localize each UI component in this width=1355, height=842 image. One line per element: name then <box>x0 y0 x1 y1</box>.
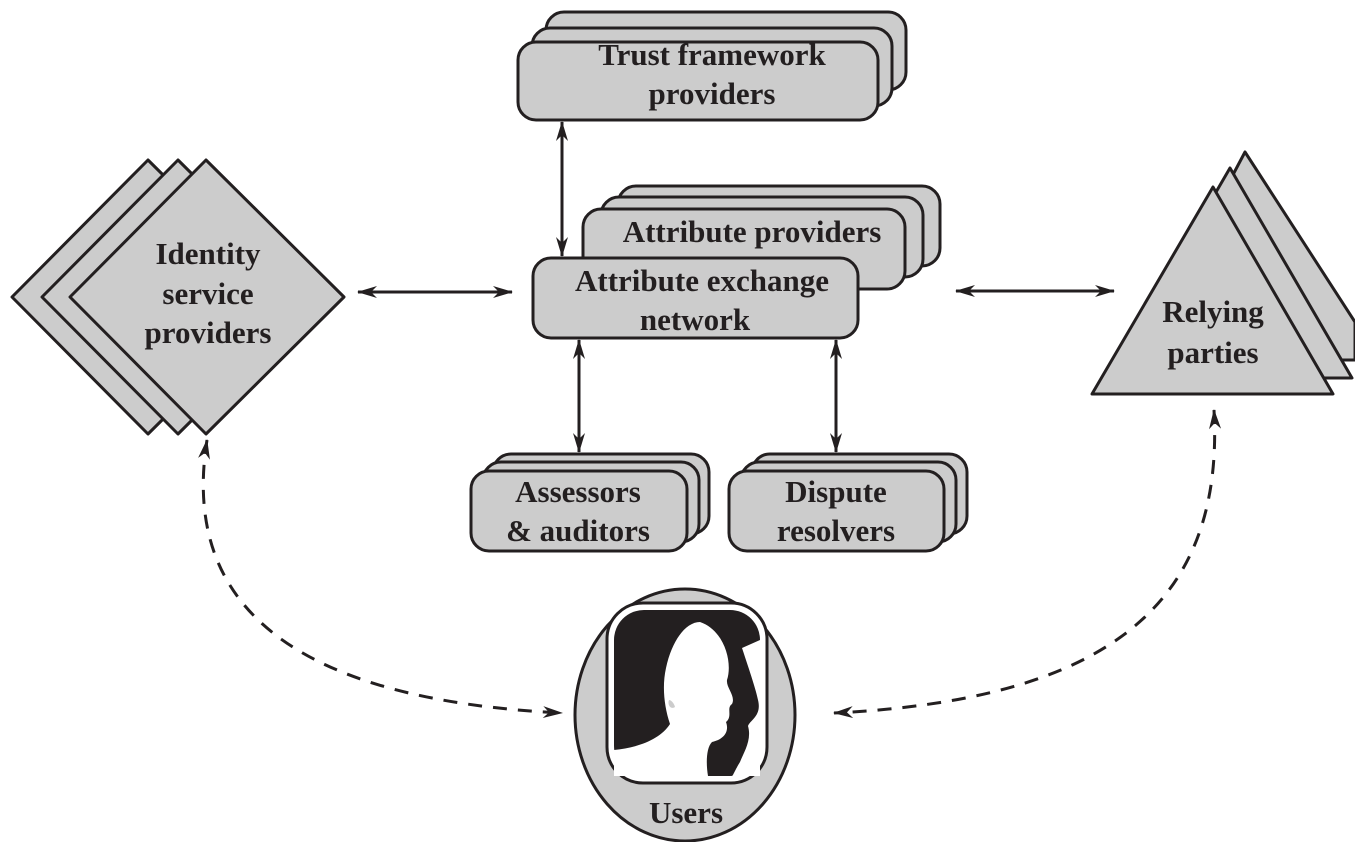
relying-parties-label-line2: parties <box>1167 335 1258 370</box>
dispute-resolvers-node: Dispute resolvers <box>727 452 969 553</box>
attribute-exchange-label-line1: Attribute exchange <box>575 263 829 298</box>
trust-framework-providers-node: Trust framework providers <box>516 10 908 122</box>
assessors-label-line2: & auditors <box>506 513 650 548</box>
relying-parties-node: Relying parties <box>1090 150 1355 396</box>
attribute-providers-label: Attribute providers <box>623 214 882 249</box>
identity-service-label-line3: providers <box>145 315 272 350</box>
attribute-exchange-label-line2: network <box>640 302 751 337</box>
users-node: Users <box>573 587 797 842</box>
attribute-exchange-network-node: Attribute exchange network <box>531 256 860 340</box>
dashed-connector-relying-users <box>833 409 1222 719</box>
users-label: Users <box>649 795 723 830</box>
dispute-label-line2: resolvers <box>777 513 895 548</box>
trust-framework-label-line2: providers <box>649 76 776 111</box>
identity-service-label-line1: Identity <box>155 236 261 271</box>
relying-parties-label-line1: Relying <box>1162 294 1264 329</box>
assessors-label-line1: Assessors <box>515 474 641 509</box>
trust-framework-label-line1: Trust framework <box>598 37 826 72</box>
identity-service-providers-node: Identity service providers <box>10 158 346 436</box>
dispute-label-line1: Dispute <box>785 474 887 509</box>
assessors-auditors-node: Assessors & auditors <box>469 452 711 553</box>
two-faces-profile-icon <box>605 601 769 785</box>
identity-service-label-line2: service <box>162 276 253 311</box>
